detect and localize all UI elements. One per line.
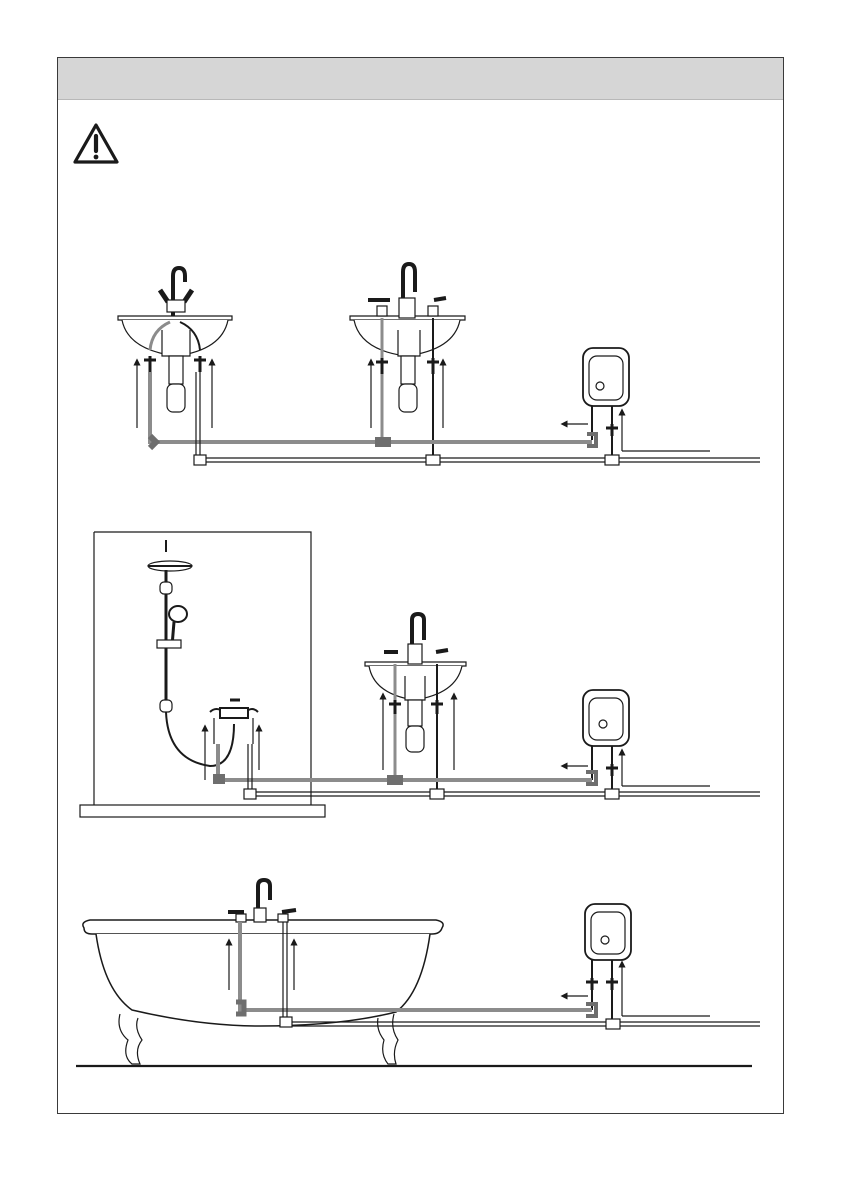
water-heater-3 xyxy=(585,904,631,1026)
panel-3 xyxy=(76,880,760,1066)
bathtub xyxy=(83,880,443,1064)
washbasin-3 xyxy=(365,614,466,796)
shower-column xyxy=(148,540,258,766)
washbasin-1 xyxy=(118,268,232,412)
washbasin-2 xyxy=(350,264,465,460)
panel-1 xyxy=(118,264,760,465)
panel-2 xyxy=(80,532,760,817)
